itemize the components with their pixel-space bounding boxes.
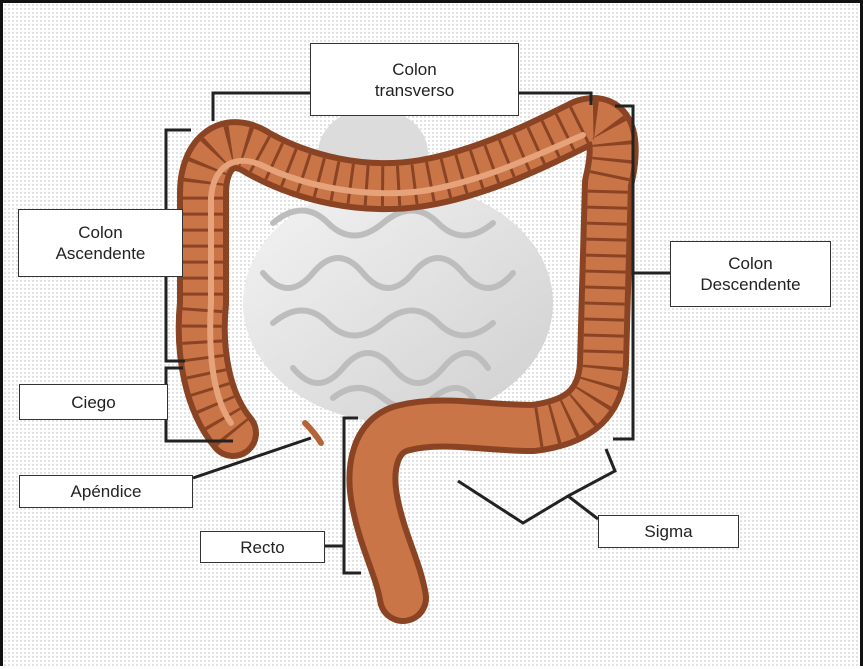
label-ciego: Ciego [19, 384, 168, 420]
label-colon-ascendente: Colon Ascendente [18, 209, 183, 277]
label-apendice: Apéndice [19, 475, 193, 508]
label-recto: Recto [200, 531, 325, 563]
label-sigma: Sigma [598, 515, 739, 548]
label-colon-descendente: Colon Descendente [670, 241, 831, 307]
label-colon-transverso: Colon transverso [310, 43, 519, 116]
